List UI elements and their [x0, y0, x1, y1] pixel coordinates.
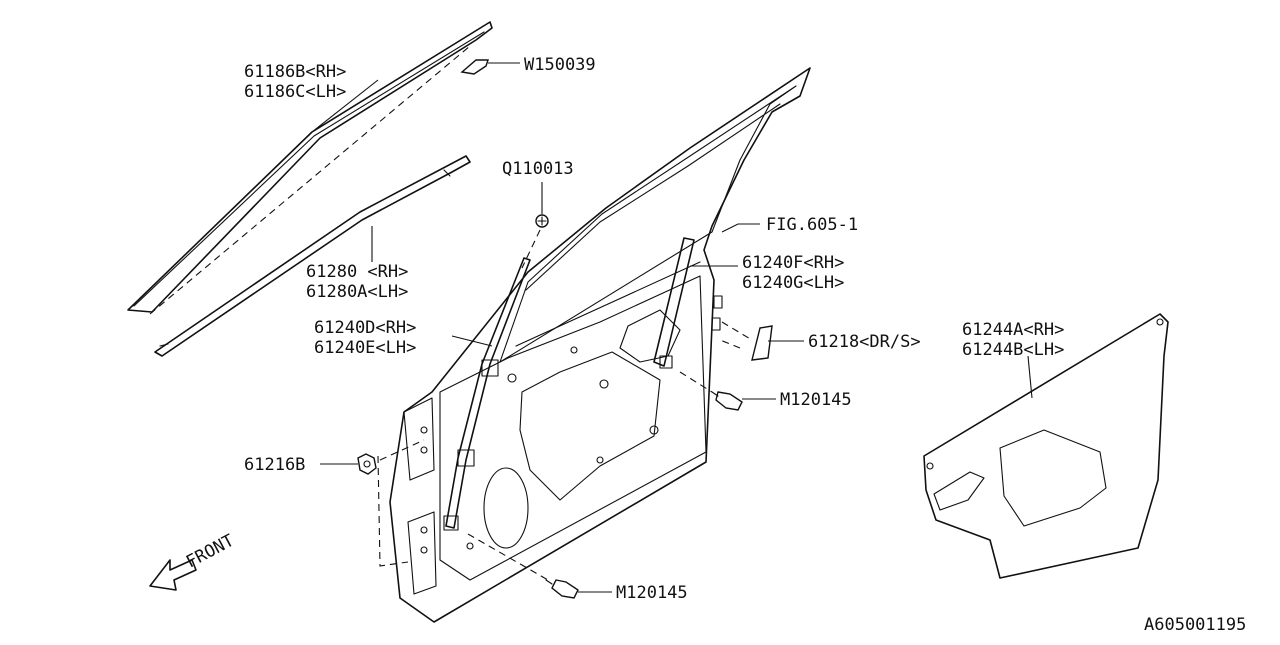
label-molding-lh: 61186C<LH>	[244, 82, 346, 102]
label-sealing-cover-rh: 61244A<RH>	[962, 320, 1064, 340]
label-front-indicator: FRONT	[183, 531, 238, 573]
label-front-channel-rh: 61240D<RH>	[314, 318, 416, 338]
screw-part	[521, 214, 549, 269]
label-weatherstrip-rh: 61280 <RH>	[306, 262, 408, 282]
label-weatherstrip-lh: 61280A<LH>	[306, 282, 408, 302]
label-sealing-cover-lh: 61244B<LH>	[962, 340, 1064, 360]
label-front-channel-lh: 61240E<LH>	[314, 338, 416, 358]
label-fig-ref: FIG.605-1	[766, 215, 858, 235]
front-run-channel	[443, 257, 531, 531]
label-nut-61216b: 61216B	[244, 455, 305, 475]
label-diagram-code: A605001195	[1144, 615, 1246, 635]
label-molding-rh: 61186B<RH>	[244, 62, 346, 82]
sealing-cover	[923, 313, 1169, 579]
label-rear-channel-lh: 61240G<LH>	[742, 273, 844, 293]
label-bolt-lower: M120145	[616, 583, 688, 603]
front-arrow-icon	[149, 559, 197, 591]
bolt-lower-part	[467, 533, 579, 599]
nut-part	[357, 439, 425, 475]
callout-labels: 61186B<RH> 61186C<LH> W150039 Q110013 FI…	[183, 55, 1246, 635]
leader-lines	[311, 62, 1033, 593]
rear-run-channel	[653, 237, 695, 369]
bolt-upper-part	[679, 371, 743, 411]
window-molding	[127, 21, 493, 315]
cap-part	[721, 321, 773, 361]
label-cap-61218: 61218<DR/S>	[808, 332, 921, 352]
clip-part	[460, 59, 489, 75]
label-clip-w150039: W150039	[524, 55, 596, 75]
belt-weatherstrip	[154, 155, 471, 357]
label-rear-channel-rh: 61240F<RH>	[742, 253, 844, 273]
label-bolt-upper: M120145	[780, 390, 852, 410]
alignment-dashes	[377, 339, 741, 567]
door-panel	[389, 67, 811, 623]
label-screw-q110013: Q110013	[502, 159, 574, 179]
